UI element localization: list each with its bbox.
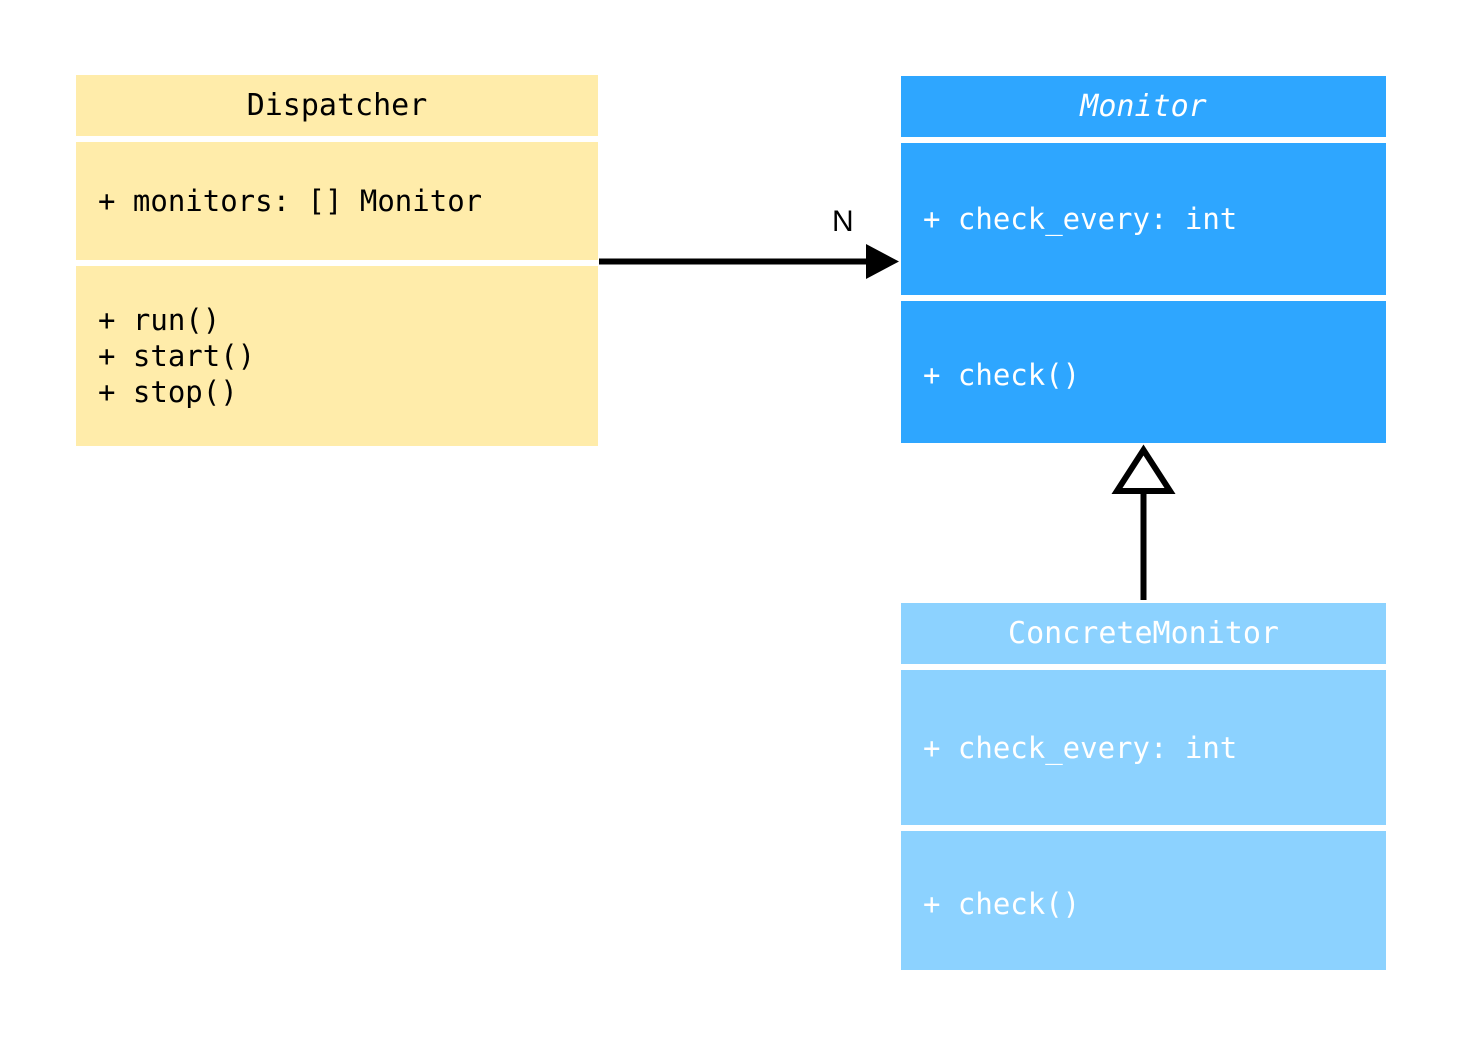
class-operations-monitor: + check() xyxy=(901,301,1386,449)
association-arrowhead-icon xyxy=(866,244,899,279)
association-multiplicity-label: N xyxy=(832,205,854,238)
class-box-dispatcher[interactable]: Dispatcher + monitors: [] Monitor + run(… xyxy=(76,75,598,446)
operation-item: + stop() xyxy=(98,375,238,409)
compartment-divider xyxy=(901,664,1386,670)
operation-item: + run() xyxy=(98,303,221,337)
class-box-monitor[interactable]: Monitor + check_every: int + check() xyxy=(901,76,1386,443)
class-operations-concretemonitor: + check() xyxy=(901,831,1386,976)
compartment-divider xyxy=(901,295,1386,301)
class-title-monitor: Monitor xyxy=(1080,89,1207,124)
association-edge-dispatcher-monitor xyxy=(599,244,899,279)
operation-item: + check() xyxy=(923,886,1081,921)
class-attributes-dispatcher: + monitors: [] Monitor xyxy=(76,142,598,260)
class-title-concretemonitor: ConcreteMonitor xyxy=(1008,616,1279,651)
class-attributes-concretemonitor: + check_every: int xyxy=(901,670,1386,825)
generalization-arrowhead-icon xyxy=(1111,444,1176,494)
operation-item: + start() xyxy=(98,339,256,373)
class-operations-dispatcher: + run() + start() + stop() xyxy=(76,266,598,446)
class-box-concretemonitor[interactable]: ConcreteMonitor + check_every: int + che… xyxy=(901,603,1386,970)
attribute-item: + check_every: int xyxy=(923,202,1238,236)
compartment-divider xyxy=(76,136,598,142)
attribute-item: + monitors: [] Monitor xyxy=(98,184,483,218)
class-attributes-monitor: + check_every: int xyxy=(901,143,1386,295)
compartment-divider xyxy=(76,260,598,266)
generalization-edge-concretemonitor-monitor xyxy=(1111,444,1176,600)
compartment-divider xyxy=(901,825,1386,831)
attribute-item: + check_every: int xyxy=(923,730,1238,765)
operation-item: + check() xyxy=(923,358,1081,392)
compartment-divider xyxy=(901,137,1386,143)
class-title-dispatcher: Dispatcher xyxy=(246,88,428,123)
